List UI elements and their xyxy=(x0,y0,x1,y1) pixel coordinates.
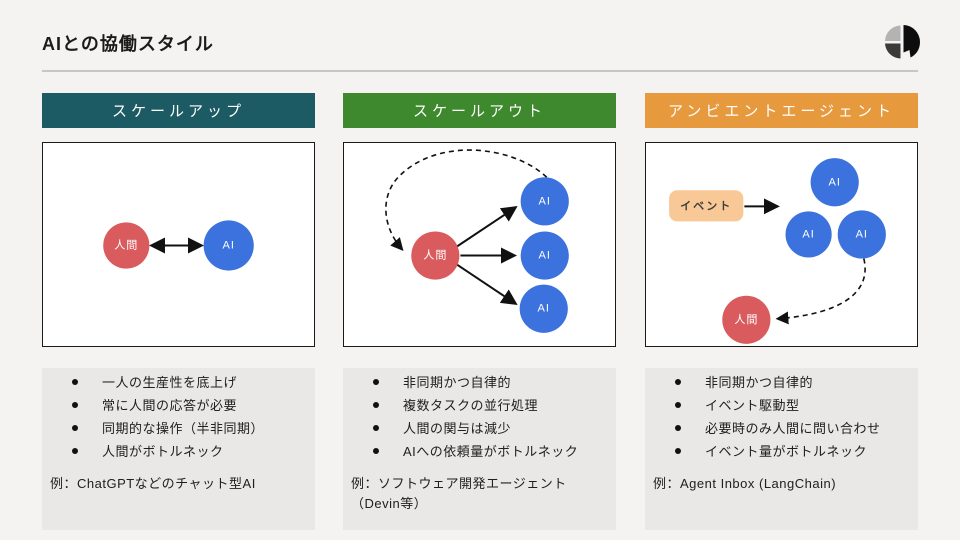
page-title: AIとの協働スタイル xyxy=(42,34,214,54)
column-header-ambient-agent: アンビエントエージェント xyxy=(645,93,918,128)
bullet-text: 非同期かつ自律的 xyxy=(403,375,512,390)
scale-up-diagram-svg: 人間 AI xyxy=(103,220,254,271)
bullet-item: 必要時のみ人間に問い合わせ xyxy=(653,416,910,439)
human-ai1-arrow xyxy=(454,206,518,249)
bullet-dot xyxy=(72,447,78,454)
bullet-panel-ambient-agent: 非同期かつ自律的 イベント駆動型 必要時のみ人間に問い合わせ イベント量がボトル… xyxy=(645,368,918,530)
human-node xyxy=(722,295,771,344)
bullet-text: イベント量がボトルネック xyxy=(705,444,868,459)
bullet-text: 人間の関与は減少 xyxy=(403,421,512,436)
bullet-item: 常に人間の応答が必要 xyxy=(50,393,307,416)
event-box-label: イベント xyxy=(680,199,732,212)
diagram-scale-up: 人間 AI xyxy=(42,142,315,347)
ai-node xyxy=(785,211,832,258)
human-ai3-arrow xyxy=(454,262,518,306)
bullet-item: 同期的な操作（半非同期） xyxy=(50,416,307,439)
column-ambient-agent: アンビエントエージェント イベント AI AI AI 人間 xyxy=(645,93,918,530)
bullet-dot xyxy=(675,447,681,454)
ai-node xyxy=(810,158,859,207)
example-text-line2: （Devin等） xyxy=(351,496,428,511)
title-divider xyxy=(42,70,918,72)
column-scale-out: スケールアウト 人間 AI AI AI xyxy=(343,93,616,530)
bullet-dot xyxy=(373,447,379,454)
bullet-dot xyxy=(72,424,78,431)
bullet-item: 人間がボトルネック xyxy=(50,439,307,462)
example-text: 例：ソフトウェア開発エージェント xyxy=(351,476,567,491)
ai-node-label: AI xyxy=(538,303,550,315)
ai-node xyxy=(203,220,254,271)
human-node-label: 人間 xyxy=(423,249,447,262)
bullet-dot xyxy=(72,401,78,408)
bullet-text: 人間がボトルネック xyxy=(102,444,224,459)
bullet-text: 同期的な操作（半非同期） xyxy=(102,421,265,436)
human-node xyxy=(411,231,460,280)
ai-human-dashed-arrow xyxy=(775,258,866,325)
bullet-dot xyxy=(72,378,78,385)
bullet-dot xyxy=(675,378,681,385)
bullet-item: 非同期かつ自律的 xyxy=(653,370,910,393)
column-scale-up: スケールアップ 人間 AI 一人の生産性を底上げ 常に人間の応答が必要 同期的 xyxy=(42,93,315,530)
ai-node-label: AI xyxy=(802,228,814,240)
bullet-text: 必要時のみ人間に問い合わせ xyxy=(705,421,881,436)
human-node-label: 人間 xyxy=(114,239,138,252)
bullet-dot xyxy=(373,401,379,408)
bullet-dot xyxy=(373,378,379,385)
ai-node xyxy=(837,210,886,259)
column-header-scale-out: スケールアウト xyxy=(343,93,616,128)
ai-node xyxy=(519,284,568,333)
bullet-item: イベント量がボトルネック xyxy=(653,439,910,462)
bullet-text: イベント駆動型 xyxy=(705,398,800,413)
bullet-dot xyxy=(675,401,681,408)
ai-node-label: AI xyxy=(539,250,551,262)
bullet-text: AIへの依頼量がボトルネック xyxy=(403,444,579,459)
human-node xyxy=(103,222,150,269)
bullet-text: 非同期かつ自律的 xyxy=(705,375,814,390)
feedback-dashed-arrow xyxy=(385,149,548,251)
diagram-scale-out: 人間 AI AI AI xyxy=(343,142,616,347)
pie-leaf-logo-icon xyxy=(885,25,920,59)
bullet-item: 人間の関与は減少 xyxy=(351,416,608,439)
event-box xyxy=(669,190,744,222)
human-node-label: 人間 xyxy=(734,313,758,326)
bullet-text: 複数タスクの並行処理 xyxy=(403,398,539,413)
bullet-panel-scale-up: 一人の生産性を底上げ 常に人間の応答が必要 同期的な操作（半非同期） 人間がボト… xyxy=(42,368,315,530)
ai-node-label: AI xyxy=(222,240,234,252)
ai-node-label: AI xyxy=(856,228,868,240)
bullet-item: 一人の生産性を底上げ xyxy=(50,370,307,393)
bullet-text: 一人の生産性を底上げ xyxy=(102,375,238,390)
diagram-ambient-agent: イベント AI AI AI 人間 xyxy=(645,142,918,347)
scale-out-diagram-svg: 人間 AI AI AI xyxy=(385,149,569,333)
ai-node-label: AI xyxy=(828,176,840,188)
bullet-item: 非同期かつ自律的 xyxy=(351,370,608,393)
ai-node xyxy=(520,231,569,280)
ai-node xyxy=(520,177,569,226)
bullet-item: AIへの依頼量がボトルネック xyxy=(351,439,608,462)
ai-node-label: AI xyxy=(539,195,551,207)
bullet-item: 複数タスクの並行処理 xyxy=(351,393,608,416)
ambient-agent-diagram-svg: イベント AI AI AI 人間 xyxy=(669,158,886,344)
column-header-scale-up: スケールアップ xyxy=(42,93,315,128)
bullet-panel-scale-out: 非同期かつ自律的 複数タスクの並行処理 人間の関与は減少 AIへの依頼量がボトル… xyxy=(343,368,616,530)
example-text: 例：ChatGPTなどのチャット型AI xyxy=(50,476,256,491)
bullet-dot xyxy=(373,424,379,431)
bullet-dot xyxy=(675,424,681,431)
example-text: 例：Agent Inbox (LangChain) xyxy=(653,476,837,491)
bullet-item: イベント駆動型 xyxy=(653,393,910,416)
bullet-text: 常に人間の応答が必要 xyxy=(102,398,238,413)
